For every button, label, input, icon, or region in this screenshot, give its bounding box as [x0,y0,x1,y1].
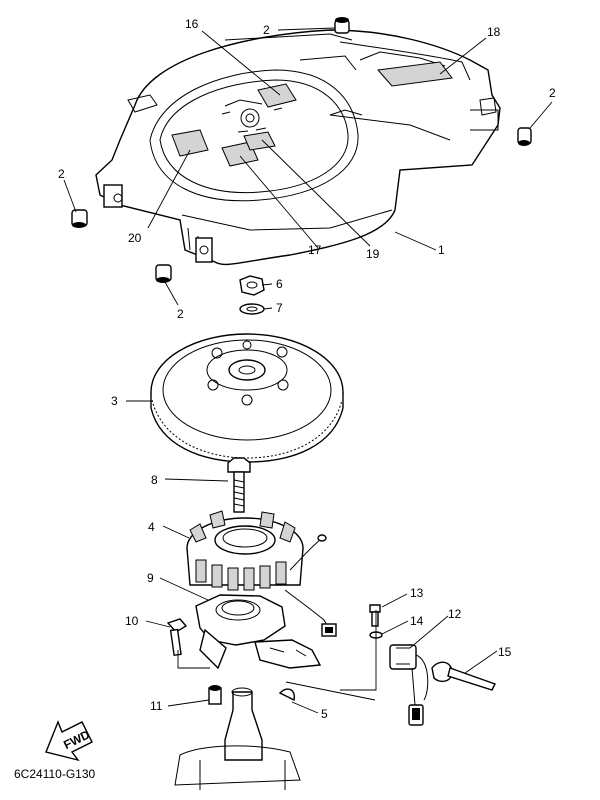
callout-20: 20 [128,231,142,245]
callout-10: 10 [125,614,139,628]
grommet-right [517,127,532,146]
callout-17: 17 [308,243,322,257]
callout-2-lower: 2 [177,307,184,321]
callout-4: 4 [148,520,155,534]
leader-lines [63,27,553,714]
callout-1: 1 [438,243,445,257]
callout-18: 18 [487,25,501,39]
fwd-arrow: FWD [45,720,93,762]
flywheel-cover [95,29,501,266]
pulser-coil-base [195,589,337,670]
grommet-lower [155,264,172,283]
coil-screw [369,604,381,627]
washer [239,303,265,315]
callout-3: 3 [111,394,118,408]
flywheel [150,333,344,463]
callout-2-right: 2 [549,86,556,100]
callout-2-left: 2 [58,167,65,181]
callout-5: 5 [321,707,328,721]
assembly-guides [177,610,377,701]
callout-6: 6 [276,277,283,291]
ignition-coil [389,644,429,726]
callout-19: 19 [366,247,380,261]
dowel [208,685,222,705]
crankshaft-end [174,687,301,790]
stator [186,510,327,591]
callout-2-top: 2 [263,23,270,37]
base-bolt [166,618,188,657]
stator-bolt [227,457,251,513]
callouts: 1 2 2 2 2 3 4 5 6 7 8 9 10 11 12 13 14 1… [58,17,556,721]
callout-11: 11 [150,699,163,713]
callout-9: 9 [147,571,154,585]
cable-clamp [431,661,496,691]
drawing-code: 6C24110-G130 [14,767,96,781]
callout-7: 7 [276,301,283,315]
callout-13: 13 [410,586,424,600]
callout-14: 14 [410,614,424,628]
callout-16: 16 [185,17,199,31]
nut [239,275,265,296]
callout-8: 8 [151,473,158,487]
callout-15: 15 [498,645,512,659]
grommet-top [334,17,350,34]
grommet-left [71,209,88,228]
woodruff-key [278,688,295,702]
callout-12: 12 [448,607,462,621]
